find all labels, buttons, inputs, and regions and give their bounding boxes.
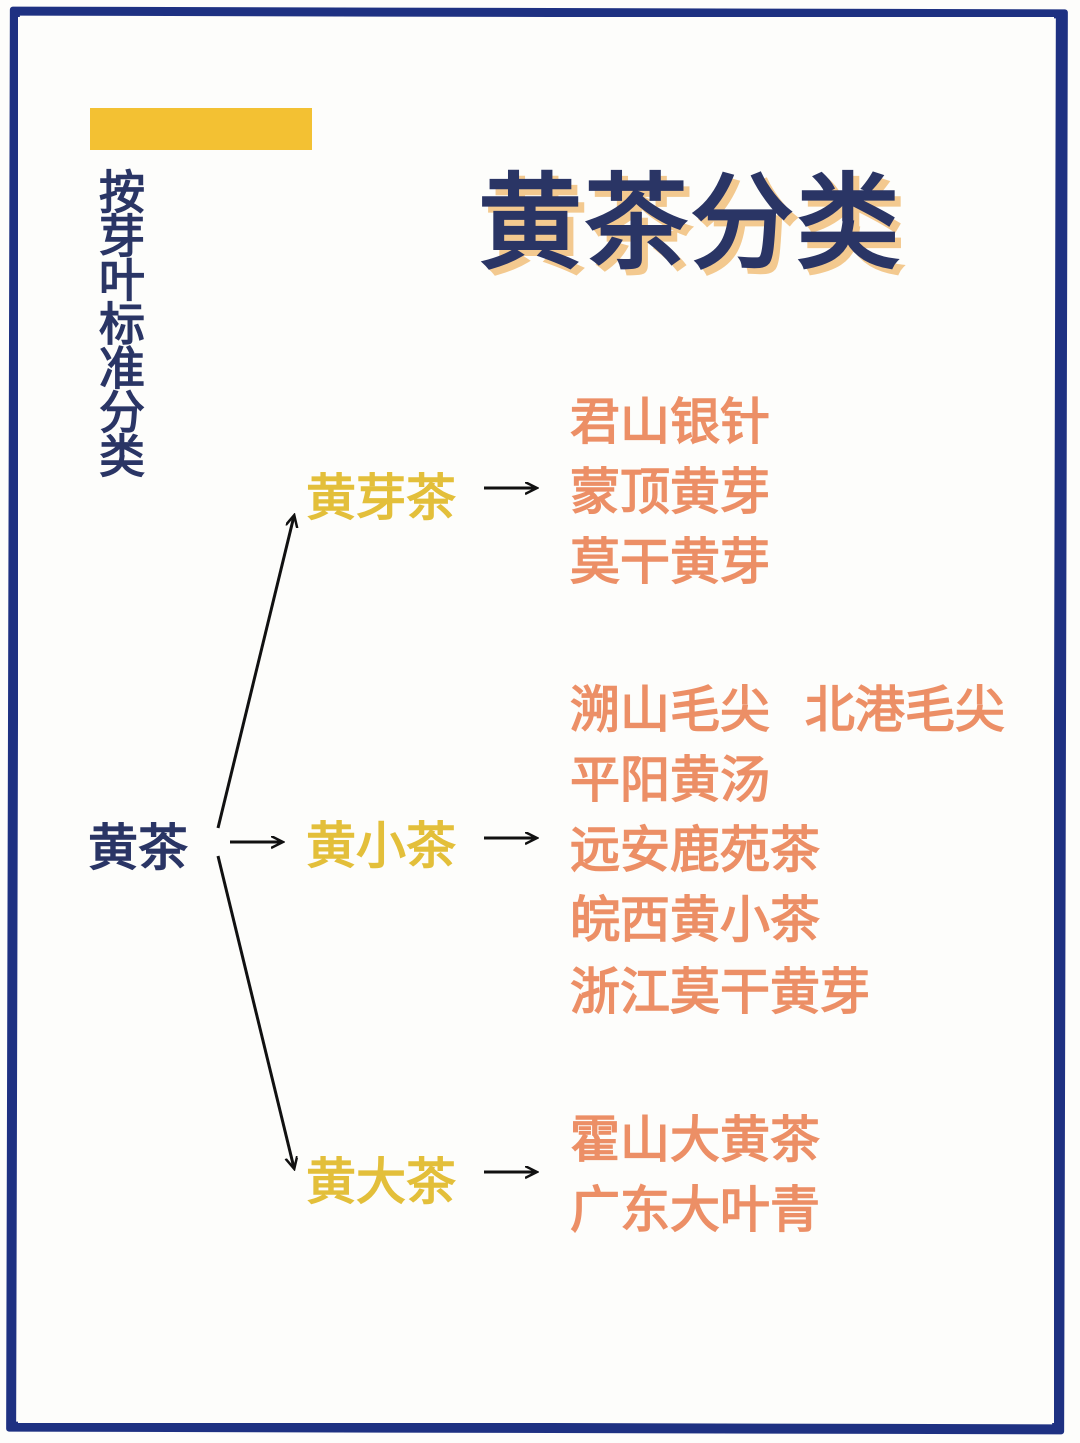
arrow-root-to-branch-1 [216,516,294,829]
branch-label-3: 黄大茶 [306,1153,456,1211]
leaf-item: 浙江莫干黄芽 [570,963,870,1021]
canvas [18,17,1054,1423]
root-node: 黄茶 [88,819,188,877]
leaf-item: 皖西黄小茶 [570,891,820,949]
leaf-item: 霍山大黄茶 [570,1111,820,1169]
page-title: 黄茶分类 [478,162,903,284]
leaf-item: 莫干黄芽 [570,533,770,591]
leaf-item: 广东大叶青 [570,1181,820,1239]
subtitle: 按芽叶标准分类 [92,168,146,476]
accent-bar [90,108,312,150]
branch-label-1: 黄芽茶 [306,469,456,527]
leaf-item: 溯山毛尖 北港毛尖 [570,681,1005,739]
leaf-item: 蒙顶黄芽 [570,463,770,521]
leaf-item: 君山银针 [570,393,770,451]
branch-label-2: 黄小茶 [306,817,456,875]
leaf-item: 平阳黄汤 [570,751,770,809]
leaf-item: 远安鹿苑茶 [570,821,820,879]
arrow-root-to-branch-3 [216,855,294,1168]
